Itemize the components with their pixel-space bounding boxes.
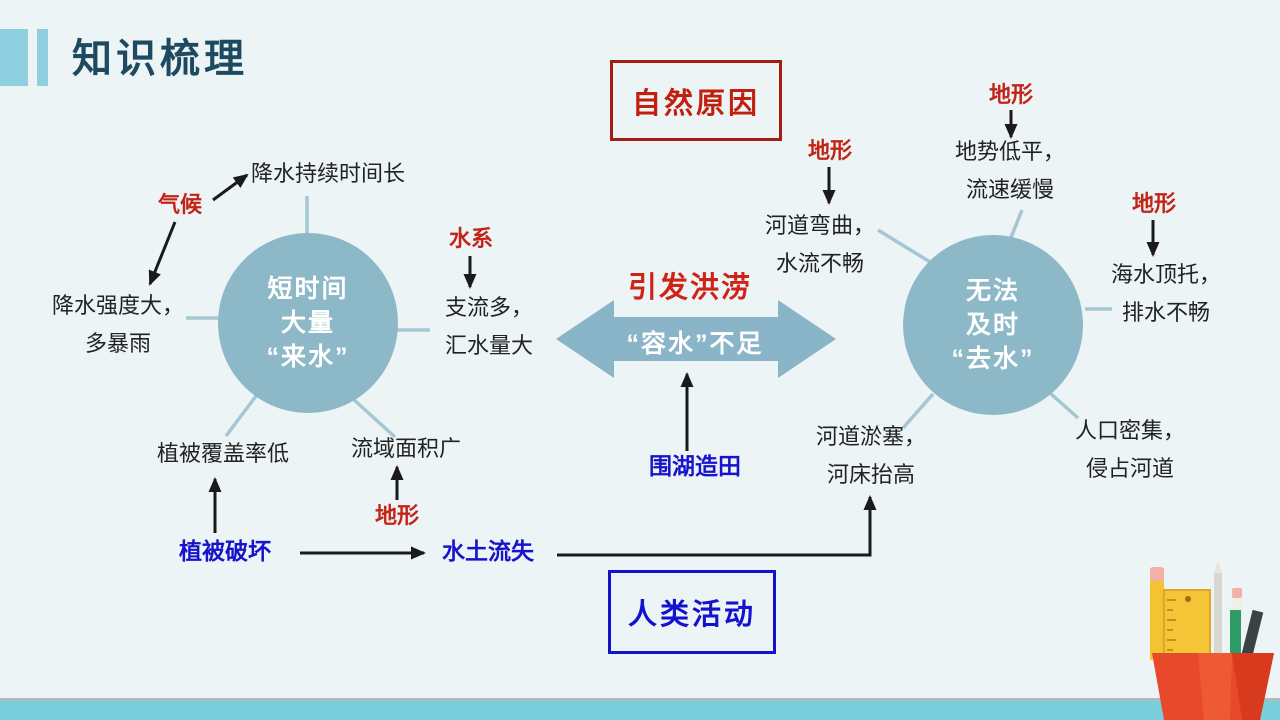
- left-circle-connectors: [186, 196, 430, 439]
- small-pencil: [1232, 597, 1242, 622]
- label-silted: 河道淤塞， 河床抬高: [815, 424, 927, 487]
- tall-pencil: [1214, 573, 1222, 663]
- drain-water-circle: 无法 及时 “去水”: [903, 235, 1083, 415]
- label-terrain-top: 地形: [988, 82, 1034, 107]
- label-population: 人口密集， 侵占河道: [1074, 418, 1186, 481]
- label-terrain-bottom-left: 地形: [374, 503, 420, 528]
- arrow-erosion-to-silted: [557, 495, 877, 557]
- drain-water-line3: “去水”: [951, 345, 1035, 373]
- label-vegetation-destroy: 植被破坏: [179, 538, 271, 564]
- drain-water-line2: 及时: [965, 311, 1020, 339]
- label-rain-duration: 降水持续时间长: [250, 161, 406, 186]
- label-seawater: 海水顶托， 排水不畅: [1110, 262, 1222, 325]
- cup-highlight: [1198, 653, 1232, 720]
- label-rain-intensity: 降水强度大， 多暴雨: [51, 293, 185, 356]
- label-terrain-mid: 地形: [807, 138, 853, 163]
- label-basin-wide: 流域面积广: [350, 436, 462, 461]
- cup-shade: [1232, 653, 1274, 720]
- yellow-pencil: [1150, 580, 1164, 660]
- capacity-insufficient-label: “容水”不足: [626, 330, 764, 358]
- label-low-flat: 地势低平， 流速缓慢: [954, 139, 1066, 202]
- title-accent-bar-wide: [0, 29, 28, 86]
- label-lake-reclaim: 围湖造田: [649, 453, 741, 479]
- label-vegetation-low: 植被覆盖率低: [156, 441, 290, 466]
- double-arrow: [556, 300, 836, 378]
- right-circle-connectors: [877, 209, 1112, 430]
- ruler-hole: [1185, 596, 1191, 602]
- trigger-flood-label: 引发洪涝: [627, 272, 753, 304]
- cause-arrows: [148, 110, 1160, 560]
- ruler-ticks: [1167, 599, 1176, 651]
- incoming-water-circle: 短时间 大量 “来水”: [218, 233, 398, 413]
- label-terrain-right: 地形: [1131, 191, 1177, 216]
- footer-band: [0, 698, 1280, 720]
- arrow-climate-to-intensity: [148, 221, 177, 286]
- incoming-water-line2: 大量: [280, 309, 335, 337]
- ruler: [1163, 589, 1211, 666]
- label-soil-erosion: 水土流失: [442, 538, 534, 564]
- incoming-water-line3: “来水”: [266, 343, 350, 371]
- label-channel-curve: 河道弯曲， 水流不畅: [764, 213, 876, 276]
- label-climate: 气候: [157, 192, 203, 217]
- green-pencil: [1230, 610, 1241, 670]
- natural-cause-box: 自然原因: [610, 60, 782, 141]
- page-title: 知识梳理: [72, 37, 248, 81]
- pencil-cup-illustration: [1150, 561, 1274, 720]
- small-pencil-eraser: [1232, 588, 1242, 598]
- label-river-system: 水系: [448, 226, 494, 251]
- human-activity-box: 人类活动: [608, 570, 776, 654]
- incoming-water-line1: 短时间: [267, 275, 349, 303]
- arrow-climate-to-duration: [212, 173, 249, 202]
- pencil-eraser: [1150, 567, 1164, 581]
- label-tributaries: 支流多， 汇水量大: [444, 295, 534, 358]
- drain-water-line1: 无法: [965, 277, 1020, 305]
- tall-pencil-tip: [1214, 561, 1222, 573]
- title-accent-bar-narrow: [37, 29, 48, 86]
